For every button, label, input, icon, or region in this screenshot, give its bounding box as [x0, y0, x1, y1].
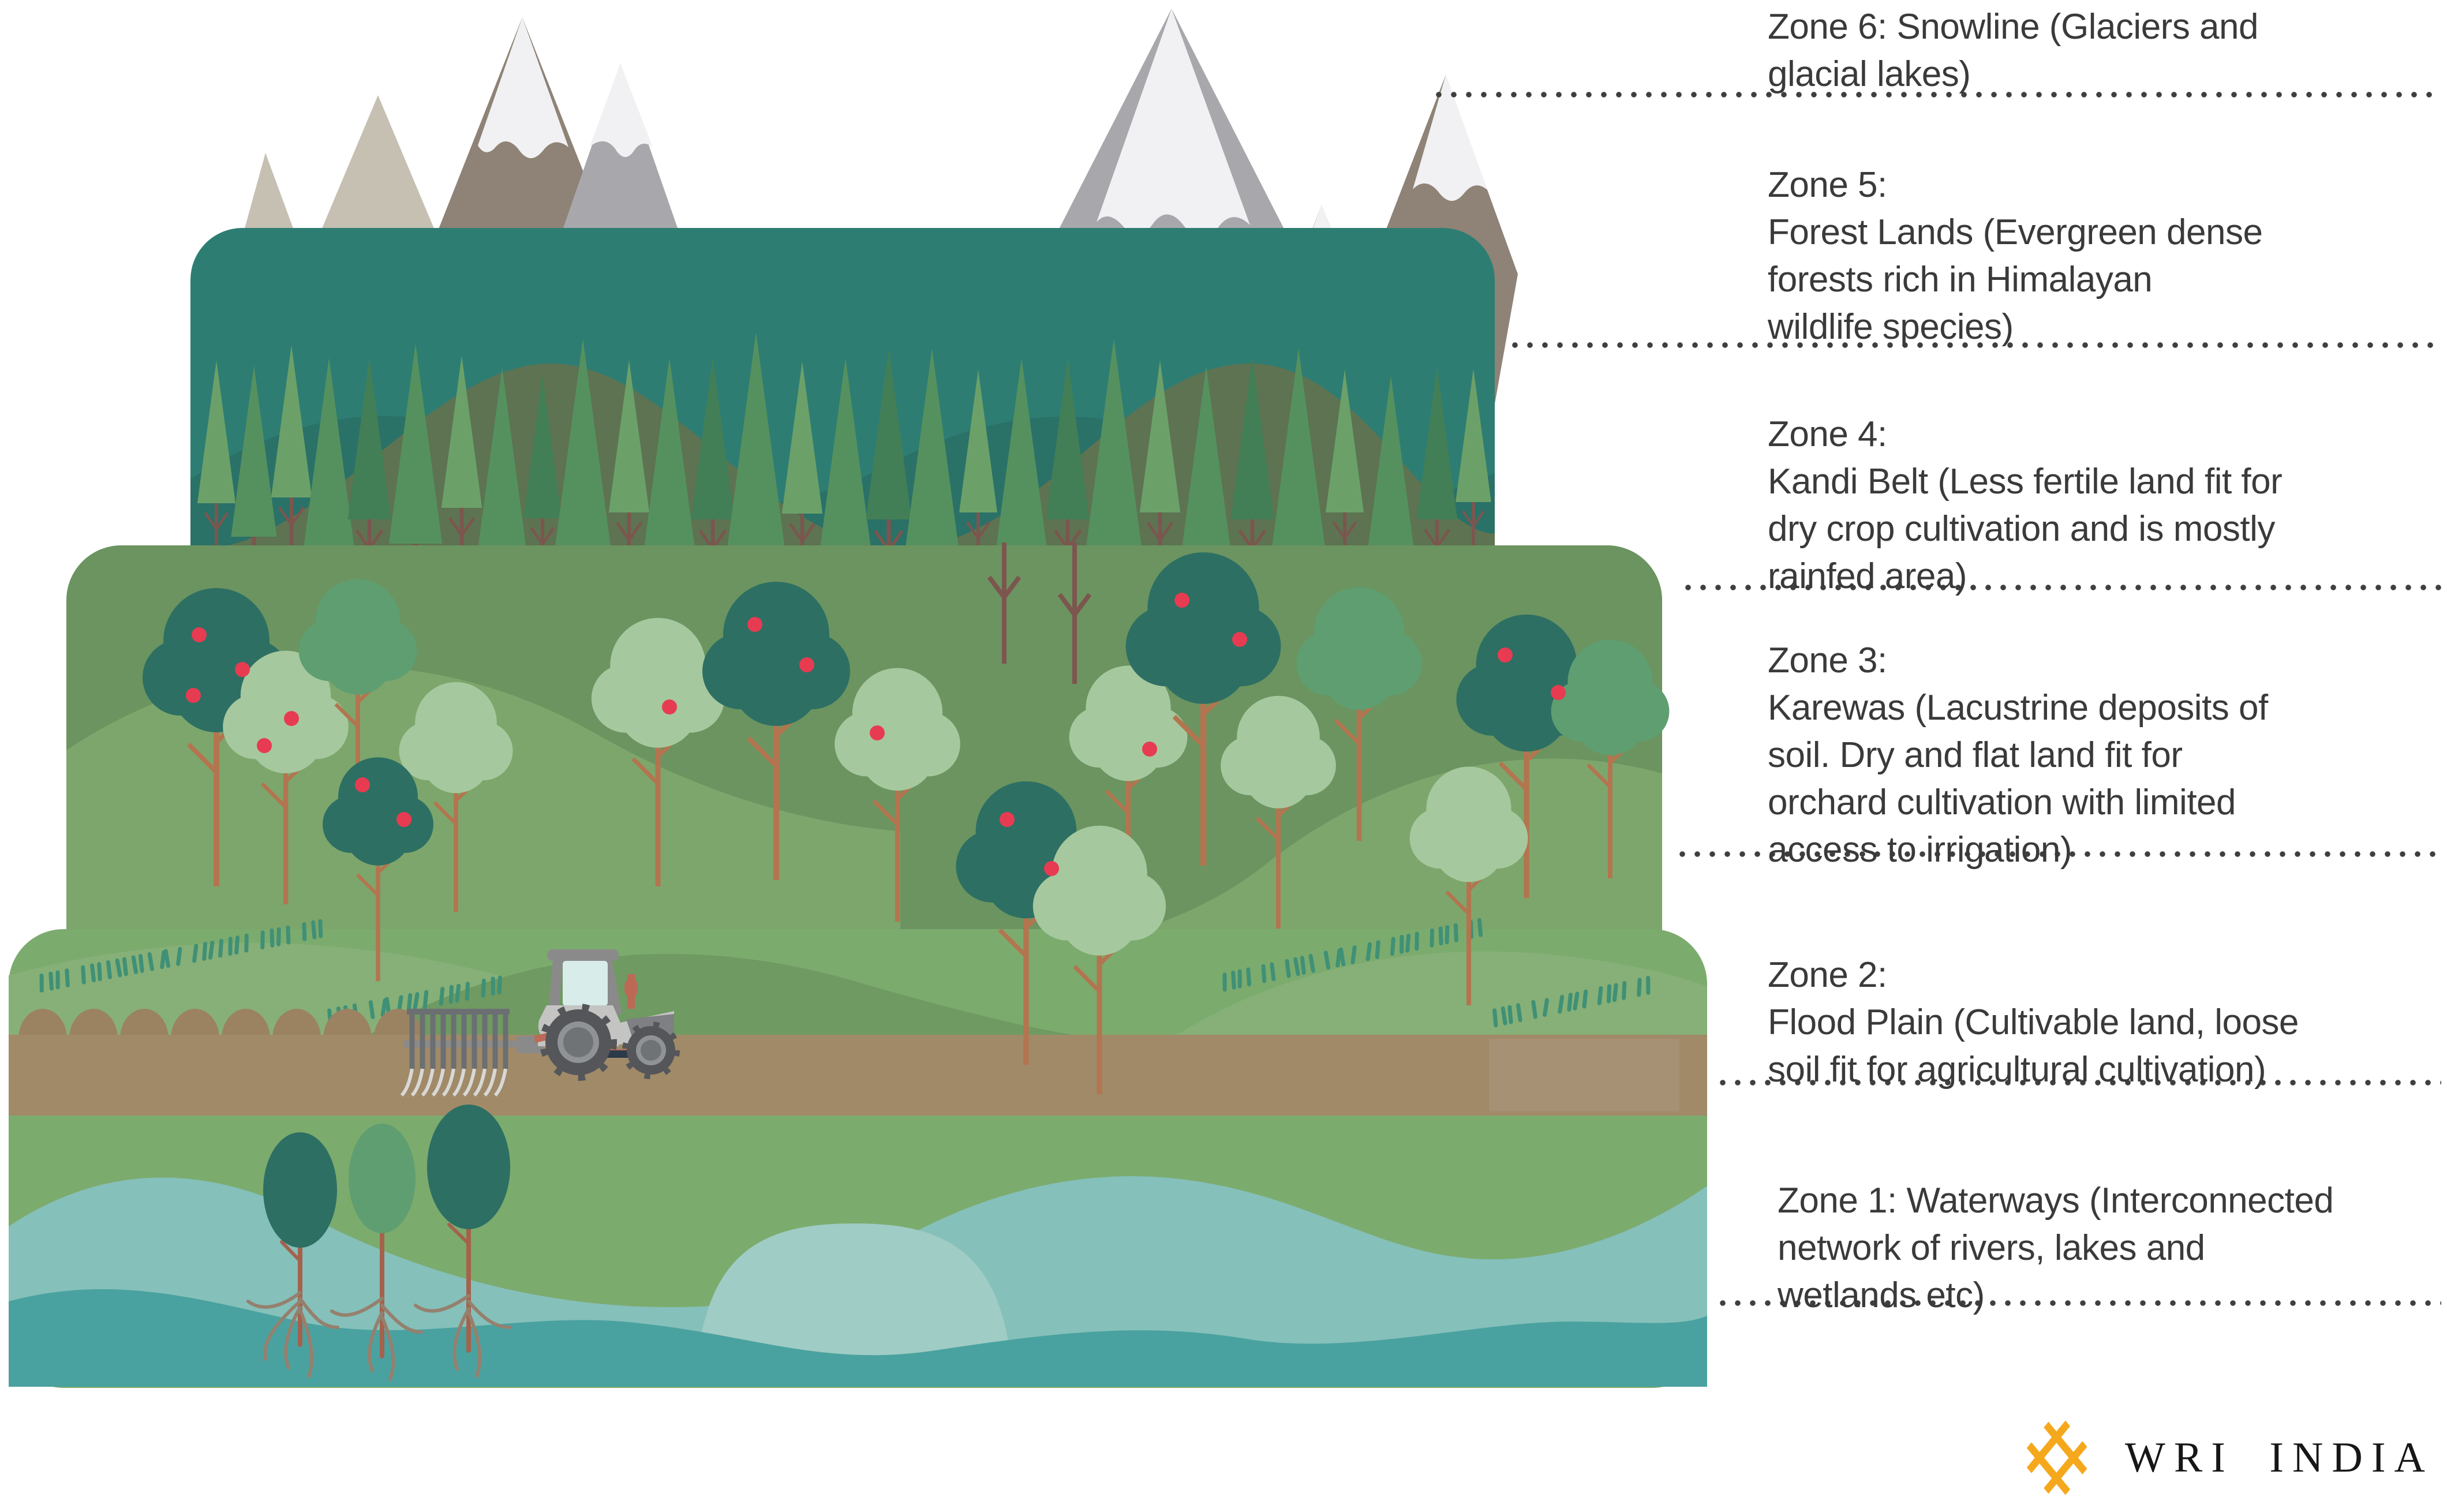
water-body-dark: [9, 1289, 1707, 1387]
zone-5-label-line: Forest Lands (Evergreen dense: [1768, 212, 2263, 252]
fruit-dot: [257, 738, 272, 753]
riverbank-trees: [246, 1105, 512, 1381]
zone-4-label: Zone 4: Kandi Belt (Less fertile land fi…: [1768, 411, 2283, 600]
floodplain-waterways-band: [9, 757, 1707, 1388]
zone-3-label-line: orchard cultivation with limited: [1768, 783, 2236, 822]
plough-tines: [400, 1011, 508, 1097]
soil-light-patch: [1489, 1039, 1679, 1111]
fruit-dot: [747, 617, 762, 632]
snow-caps: [478, 9, 1488, 346]
zone-5-label-line: forests rich in Himalayan: [1768, 260, 2153, 300]
front-wheel: [622, 1021, 680, 1079]
fruit-dot: [192, 627, 207, 642]
fruit-dot: [396, 812, 411, 827]
zone-4-label-line: dry crop cultivation and is mostly: [1768, 509, 2275, 549]
zone-4-label-line: rainfed area): [1768, 556, 1967, 596]
zone-3-label-line: access to irrigation): [1768, 830, 2072, 870]
fruit-dot: [235, 662, 250, 677]
fruit-dot: [284, 711, 299, 726]
fruit-dot: [662, 699, 677, 714]
zone-6-label-line: Zone 6: Snowline (Glaciers and: [1768, 7, 2259, 47]
zone-5-leader-line: [1507, 342, 2441, 349]
zone-2-label: Zone 2: Flood Plain (Cultivable land, lo…: [1768, 952, 2299, 1094]
wri-logo-icon: [2018, 1410, 2097, 1505]
zone-2-leader-line: [1715, 1079, 2441, 1086]
zone-3-label-line: Karewas (Lacustrine deposits of: [1768, 688, 2268, 728]
zone-1-label-line: Zone 1: Waterways (Interconnected: [1778, 1181, 2334, 1221]
wri-logo-text: WRI INDIA: [2125, 1434, 2434, 1481]
zone-2-label-line: soil fit for agricultural cultivation): [1768, 1050, 2266, 1090]
riverbank-tree: [330, 1124, 423, 1381]
fruit-dots: [186, 593, 1566, 757]
zone-6-label: Zone 6: Snowline (Glaciers and glacial l…: [1768, 3, 2259, 98]
rear-wheel: [540, 1004, 617, 1081]
fruit-dot: [870, 725, 885, 740]
fruit-dot: [1498, 648, 1513, 663]
fruit-dot: [1232, 632, 1247, 647]
tractor: [534, 949, 680, 1081]
waterways-zone1: [9, 1176, 1707, 1387]
cab-window: [563, 961, 608, 1006]
field-light-right: [1177, 951, 1707, 1035]
zone-3-label: Zone 3: Karewas (Lacustrine deposits of …: [1768, 637, 2268, 874]
zone-4-leader-line: [1681, 584, 2441, 591]
fruit-dot: [355, 777, 370, 792]
exhaust-pipe: [624, 979, 638, 997]
zone-5-label-line: wildlife species): [1768, 307, 2014, 347]
zone-1-leader-line: [1715, 1300, 2441, 1307]
zone-5-label: Zone 5: Forest Lands (Evergreen dense fo…: [1768, 162, 2263, 351]
zone-2-label-line: Zone 2:: [1768, 955, 1887, 995]
fruit-dot: [1142, 742, 1157, 757]
tractor-roof: [547, 949, 619, 961]
riverbank-tree: [414, 1105, 512, 1378]
zone-2-label-line: Flood Plain (Cultivable land, loose: [1768, 1002, 2299, 1042]
wri-india-logo: WRI INDIA: [2014, 1409, 2434, 1506]
fruit-dot: [1000, 812, 1015, 827]
overhang-trunks: [987, 542, 1092, 684]
zone-6-leader-line: [1431, 91, 2441, 98]
zone-3-leader-line: [1675, 851, 2441, 858]
fruit-dots-front: [355, 777, 1059, 876]
zone-1-label-line: network of rivers, lakes and: [1778, 1228, 2205, 1268]
zone-4-label-line: Kandi Belt (Less fertile land fit for: [1768, 462, 2283, 501]
fruit-dot: [1174, 593, 1189, 608]
soil-strip: [9, 1035, 1707, 1116]
fruit-dot: [1551, 685, 1566, 700]
zone-6-label-line: glacial lakes): [1768, 54, 1971, 94]
zone-4-label-line: Zone 4:: [1768, 414, 1887, 454]
fruit-dot: [186, 688, 201, 703]
fruit-dot: [1044, 861, 1059, 876]
riverbank-tree: [246, 1132, 339, 1378]
zone-3-label-line: Zone 3:: [1768, 641, 1887, 680]
cab-post: [548, 960, 563, 1013]
grass-marks: [39, 918, 1651, 1028]
zone-3-label-line: soil. Dry and flat land fit for: [1768, 735, 2183, 775]
fruit-dot: [799, 657, 814, 672]
zone-1-label: Zone 1: Waterways (Interconnected networ…: [1778, 1177, 2334, 1319]
zone-1-label-line: wetlands etc): [1778, 1275, 1985, 1315]
zone-5-label-line: Zone 5:: [1768, 165, 1887, 205]
plough-implement: [400, 1009, 543, 1097]
